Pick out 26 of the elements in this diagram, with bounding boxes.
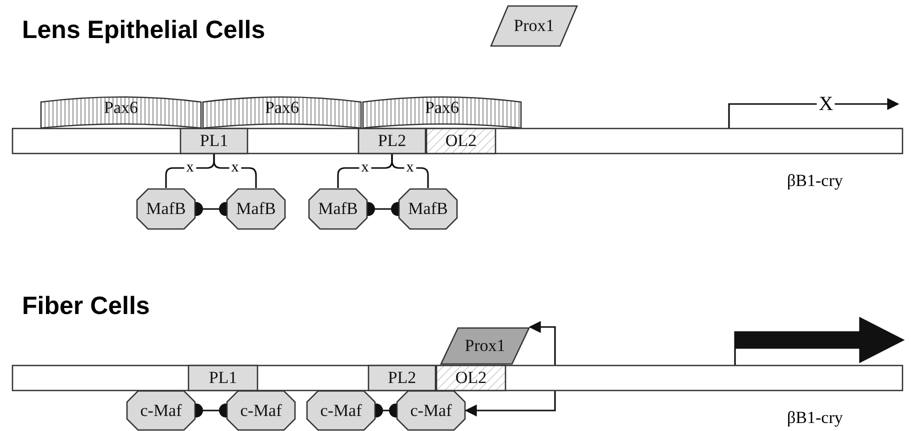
cell-type-heading: Lens Epithelial Cells [22, 16, 266, 45]
protein-parallelogram: Prox1 [440, 327, 530, 365]
protein-octagon: c-Maf [306, 390, 376, 431]
bracket-line [391, 154, 429, 188]
binding-site-box: OL2 [426, 128, 496, 154]
arrow [728, 98, 900, 128]
protein-octagon: MafB [308, 188, 368, 230]
binding-site-box: PL1 [188, 365, 258, 391]
protein-octagon: MafB [226, 188, 286, 230]
binding-site-box: OL2 [436, 365, 506, 391]
arrow [734, 316, 905, 366]
protein-octagon: c-Maf [126, 390, 196, 431]
gene-label: βB1-cry [787, 171, 843, 191]
dna-bar [12, 128, 903, 154]
protein-octagon: MafB [398, 188, 458, 230]
cell-type-heading: Fiber Cells [22, 292, 150, 321]
protein-octagon: c-Maf [396, 390, 466, 431]
binding-site-box: PL2 [358, 128, 426, 154]
binding-site-box: PL1 [180, 128, 248, 154]
bracket-line [213, 154, 257, 188]
protein-octagon: MafB [136, 188, 196, 230]
binding-site-box: PL2 [368, 365, 436, 391]
gene-label: βB1-cry [787, 408, 843, 428]
dna-bar [12, 365, 903, 391]
protein-octagon: c-Maf [226, 390, 296, 431]
protein-parallelogram: Prox1 [490, 5, 578, 47]
